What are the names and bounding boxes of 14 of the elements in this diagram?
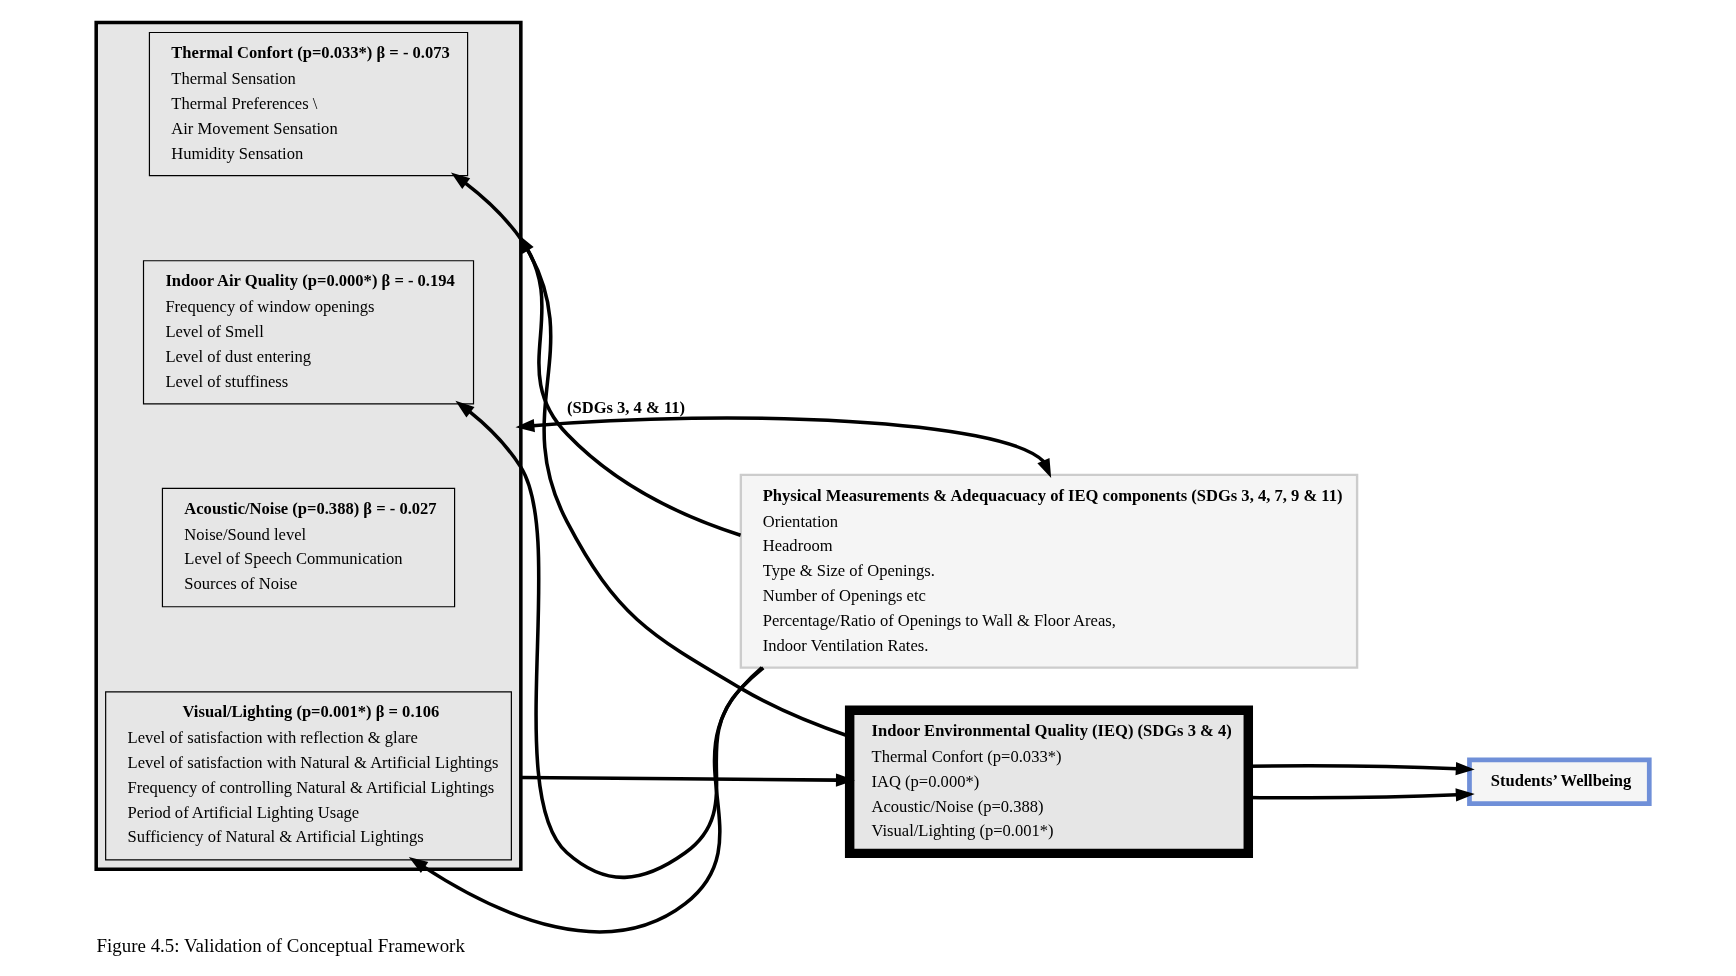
- node-box: Physical Measurements & Adequacuacy of IEQ components (SDGs 3, 4, 7, 9 & 11) Orientation Headroom Type & Size of Openings. Number of Openings etc Percentage/Ratio of Openings to Wall & Floor Areas, Indoor Ventilation Rates.: [739, 473, 1359, 669]
- node-box: Visual/Lighting (p=0.001*) β = 0.106 Level of satisfaction with reflection & glare Level of satisfaction with Natural & Artificial Lightings Frequency of controlling Natural & Artificial Lightings Period of Artificial Lighting Usage Sufficiency of Natural & Artificial Lightings: [105, 691, 512, 861]
- edge-label: (SDGs 3, 4 & 11): [566, 398, 686, 417]
- node-box: Acoustic/Noise (p=0.388) β = - 0.027 Noise/Sound level Level of Speech Communication Sources of Noise: [161, 487, 456, 608]
- arrow: [408, 666, 764, 934]
- arrow: [520, 773, 855, 787]
- arrow: [450, 172, 742, 537]
- node-box: Students’ Wellbeing: [1467, 757, 1652, 807]
- arrow: [515, 416, 1052, 478]
- arrow: [455, 400, 765, 879]
- node-box: Thermal Confort (p=0.033*) β = - 0.073 Thermal Sensation Thermal Preferences \ Air Movement Sensation Humidity Sensation: [148, 31, 469, 177]
- node-box: Indoor Air Quality (p=0.000*) β = - 0.194 Frequency of window openings Level of Smell Level of dust entering Level of stuffiness: [142, 260, 475, 405]
- node-box: Indoor Environmental Quality (IEQ) (SDGs 3 & 4) Thermal Confort (p=0.033*) IAQ (p=0.000*) Acoustic/Noise (p=0.388) Visual/Lighting (p=0.001*): [844, 705, 1253, 859]
- caption: Figure 4.5: Validation of Conceptual Framework: [96, 935, 465, 957]
